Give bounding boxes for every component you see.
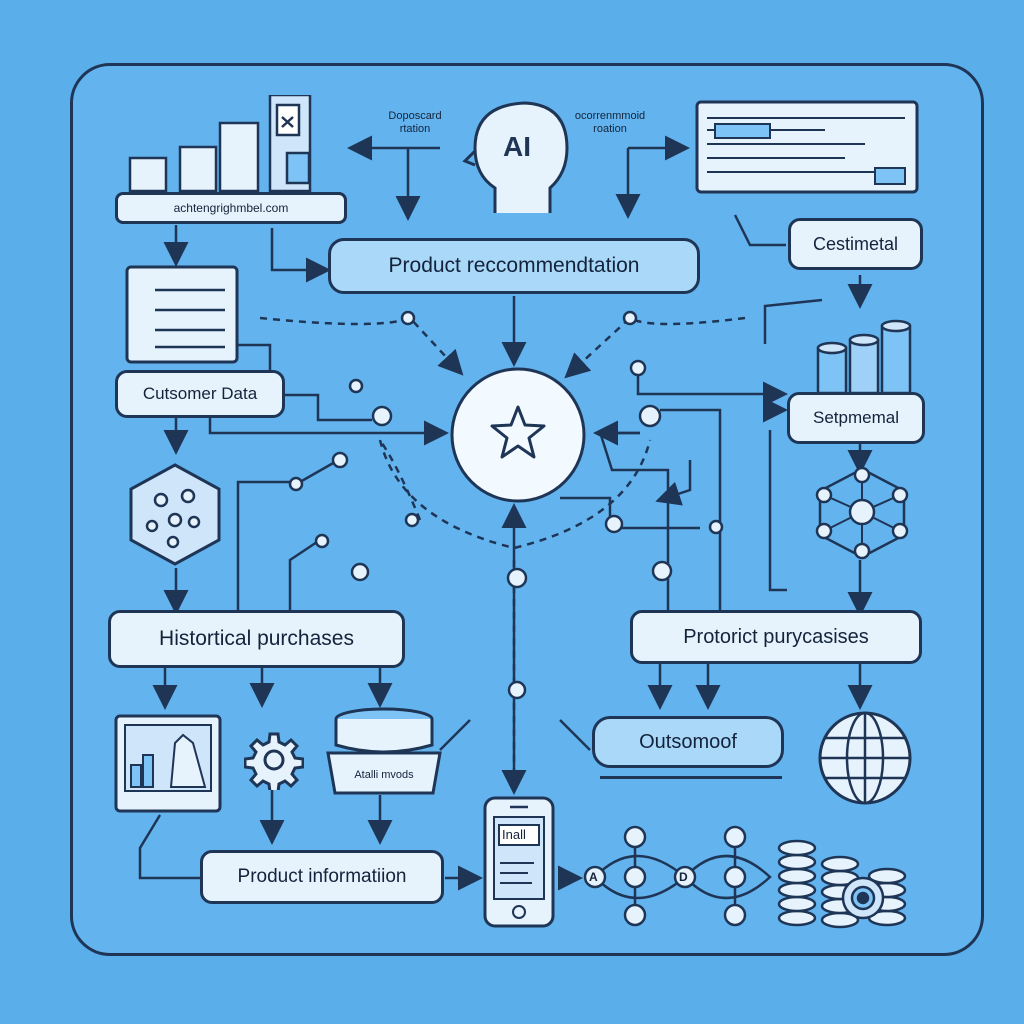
connector [560,496,700,530]
junction-node [350,562,370,582]
monitor-chart-icon [113,713,223,815]
ai-models-text: Atalli mvods [354,769,414,781]
junction-node [708,519,724,535]
junction-node [638,404,662,428]
junction-node [331,451,349,469]
star-icon [490,405,546,459]
connector [559,719,591,751]
connector [439,719,471,751]
junction-node [651,560,673,582]
dashed-flow [378,439,652,550]
outsomoof-label[interactable]: Outsomoof [592,716,784,768]
junction-node [314,533,330,549]
historical-purchases-label[interactable]: Histortical purchases [108,610,405,668]
connector [768,430,787,592]
connector [270,228,331,283]
dashed-flow [259,316,464,376]
url-bar[interactable]: achtengrighmbel.com [115,192,347,224]
globe-icon [815,708,915,808]
right-mid-label-text: Setpmemal [813,408,899,427]
ai-label: AI [503,131,531,162]
connector [208,418,449,446]
junction-node [507,680,527,700]
connector [236,460,336,610]
junction-node [348,378,364,394]
right-upper-label[interactable]: Cestimetal [788,218,923,270]
dashed-flow [564,316,746,379]
divider-line [600,776,782,779]
right-mid-label[interactable]: Setpmemal [787,392,925,444]
junction-node [400,310,416,326]
historical-purchases-text: Histortical purchases [159,627,354,650]
junction-node [604,514,624,534]
phone-screen-text: Inall [502,827,526,842]
dashed-flow [378,439,422,521]
protoric-purchases-label[interactable]: Protorict purycasises [630,610,922,664]
ai-head-icon: AI [455,93,580,218]
connector [733,214,786,247]
storage-tray-icon: Atalli mvods [325,705,443,797]
connector [655,460,692,506]
coins-icon [775,830,910,935]
junction-node [371,405,393,427]
top-right-note: ocorrenmmoid roation [560,110,660,136]
customer-data-label[interactable]: Cutsomer Data [115,370,285,418]
top-left-note-line2: rtation [399,123,431,135]
main-title[interactable]: Product reccommendtation [328,238,700,294]
connector [660,408,722,610]
top-left-note-line1: Doposcard [388,110,442,122]
product-information-text: Product informatiion [237,866,407,887]
customer-data-text: Cutsomer Data [142,384,258,403]
junction-node [629,359,647,377]
gear-icon [243,730,305,794]
connector [138,814,200,880]
connector [288,538,321,610]
url-text: achtengrighmbel.com [173,201,289,215]
connector [636,372,788,407]
junction-node [288,476,304,492]
hexagon-network-icon [128,462,223,567]
right-upper-label-text: Cestimetal [812,233,899,254]
bar-chart-icon [125,93,340,195]
connector [598,431,670,620]
connector [285,393,372,422]
product-information-label[interactable]: Product informatiion [200,850,444,904]
main-title-text: Product reccommendtation [388,254,640,277]
top-left-note: Doposcard rtation [367,110,463,136]
connector [763,298,823,344]
node-chain-icon: A D [575,815,780,935]
document-icon [695,100,920,195]
protoric-purchases-text: Protorict purycasises [683,625,869,648]
recommendation-hub[interactable] [448,365,588,505]
junction-node [622,310,638,326]
node-d-label: D [679,870,688,884]
top-right-note-line1: ocorrenmmoid [574,110,646,122]
node-a-label: A [589,870,598,884]
cylinder-bars-icon [815,318,915,396]
network-node-icon [812,465,912,560]
junction-node [506,567,528,589]
customer-list-icon [125,265,240,365]
junction-node [404,512,420,528]
smartphone-icon: Inall [482,795,556,930]
outsomoof-text: Outsomoof [639,730,737,753]
top-right-note-line2: roation [593,123,627,135]
